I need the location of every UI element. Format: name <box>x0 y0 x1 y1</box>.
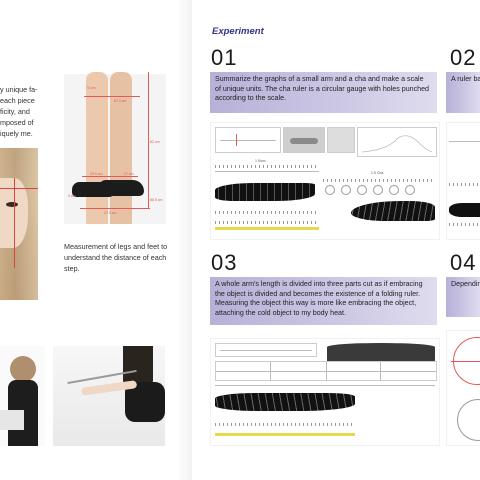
figure-01: 1 5/cm 1.5 Cha <box>210 122 440 240</box>
ruler-label: 82 cm <box>150 140 160 144</box>
figure-02 <box>446 122 480 240</box>
item-number: 01 <box>211 45 238 70</box>
item-description: Dependin a circle fo patch wo <box>446 277 480 317</box>
fig-label: 1 5/cm <box>255 159 266 163</box>
ruler-label: 73 cm <box>86 86 96 90</box>
measuring-photo-left <box>0 346 45 446</box>
item-number: 04 <box>450 250 477 275</box>
legs-caption: Measurement of legs and feet to understa… <box>64 242 168 273</box>
ruler-label: 27 cm <box>124 172 134 176</box>
arm-curve-graph <box>361 135 433 153</box>
item-description: A whole arm's length is divided into thr… <box>210 277 437 325</box>
item-number: 03 <box>211 250 238 275</box>
intro-line: each piece <box>0 96 35 105</box>
intro-line: iquely me. <box>0 129 33 138</box>
intro-line: ficity, and <box>0 107 30 116</box>
ruler-label: 9 cm <box>68 194 76 198</box>
figure-03 <box>210 338 440 446</box>
item-description: A ruler ba hand, with graved on <box>446 72 480 113</box>
face-photo <box>0 148 38 300</box>
ruler-label: 21.5 cm <box>104 211 117 215</box>
intro-text-block: y unique fa- each piece ficity, and mpos… <box>0 84 46 139</box>
intro-line: y unique fa- <box>0 85 38 94</box>
figure-04 <box>446 330 480 446</box>
measuring-photo-right <box>53 346 165 446</box>
fig-label: 1.5 Cha <box>371 171 384 175</box>
ruler-label: 88.5 cm <box>150 198 163 202</box>
section-title: Experiment <box>212 26 264 37</box>
ruler-label: 25.5 cm <box>90 172 103 176</box>
intro-line: mposed of <box>0 118 34 127</box>
item-description: Summarize the graphs of a small arm and … <box>210 72 437 113</box>
ruler-label: 67.9 cm <box>114 99 127 103</box>
legs-photo: 73 cm 67.9 cm 82 cm 88.5 cm 25.5 cm 27 c… <box>64 66 166 224</box>
item-number: 02 <box>450 45 477 70</box>
